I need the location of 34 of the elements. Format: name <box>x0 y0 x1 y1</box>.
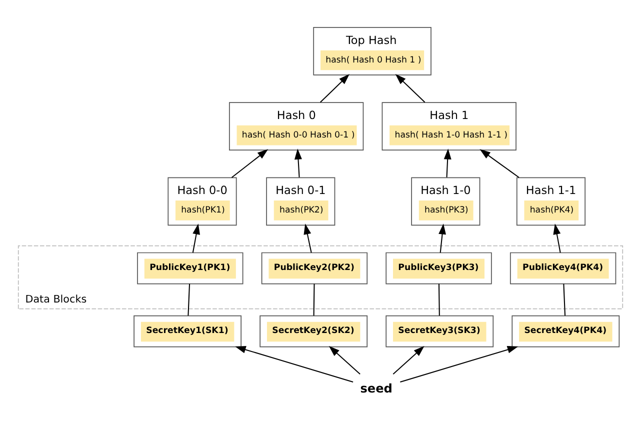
node-box: SecretKey1(SK1) <box>134 314 242 347</box>
arrow <box>192 223 200 252</box>
arrow <box>304 223 312 252</box>
node-box: Hash 1-1 hash(PK4) <box>516 176 586 226</box>
arrow <box>231 148 268 178</box>
arrow <box>392 345 424 374</box>
arrow <box>395 74 426 102</box>
node-box: PublicKey1(PK1) <box>137 252 244 284</box>
node-box: Hash 0-0 hash(PK1) <box>168 176 237 226</box>
node-box: Hash 0 hash( Hash 0-0 Hash 0-1 ) <box>229 102 364 150</box>
arrow <box>294 148 302 177</box>
connector <box>563 283 566 316</box>
arrow <box>400 346 518 382</box>
arrow <box>235 346 354 382</box>
connector <box>188 283 190 316</box>
node-box: SecretKey3(SK3) <box>386 314 494 347</box>
arrow <box>480 148 520 178</box>
arrow <box>320 74 350 102</box>
node-box: SecretKey2(SK2) <box>260 314 368 347</box>
arrow <box>328 345 360 374</box>
arrow <box>438 223 446 252</box>
connector <box>313 283 315 316</box>
node-box: Hash 1-0 hash(PK3) <box>411 176 480 226</box>
arrow <box>553 223 561 252</box>
node-box: Hash 0-1 hash(PK2) <box>266 176 336 226</box>
arrow <box>444 148 452 177</box>
node-text: seed <box>360 380 392 395</box>
node-box: Top Hash hash( Hash 0 Hash 1 ) <box>313 26 432 75</box>
node-box: Hash 1 hash( Hash 1-0 Hash 1-1 ) <box>382 102 516 150</box>
connector <box>438 283 440 316</box>
node-box: SecretKey4(PK4) <box>512 314 620 347</box>
node-box: PublicKey2(PK2) <box>261 252 368 284</box>
node-box: PublicKey4(PK4) <box>510 252 616 284</box>
node-box: PublicKey3(PK3) <box>386 252 492 284</box>
